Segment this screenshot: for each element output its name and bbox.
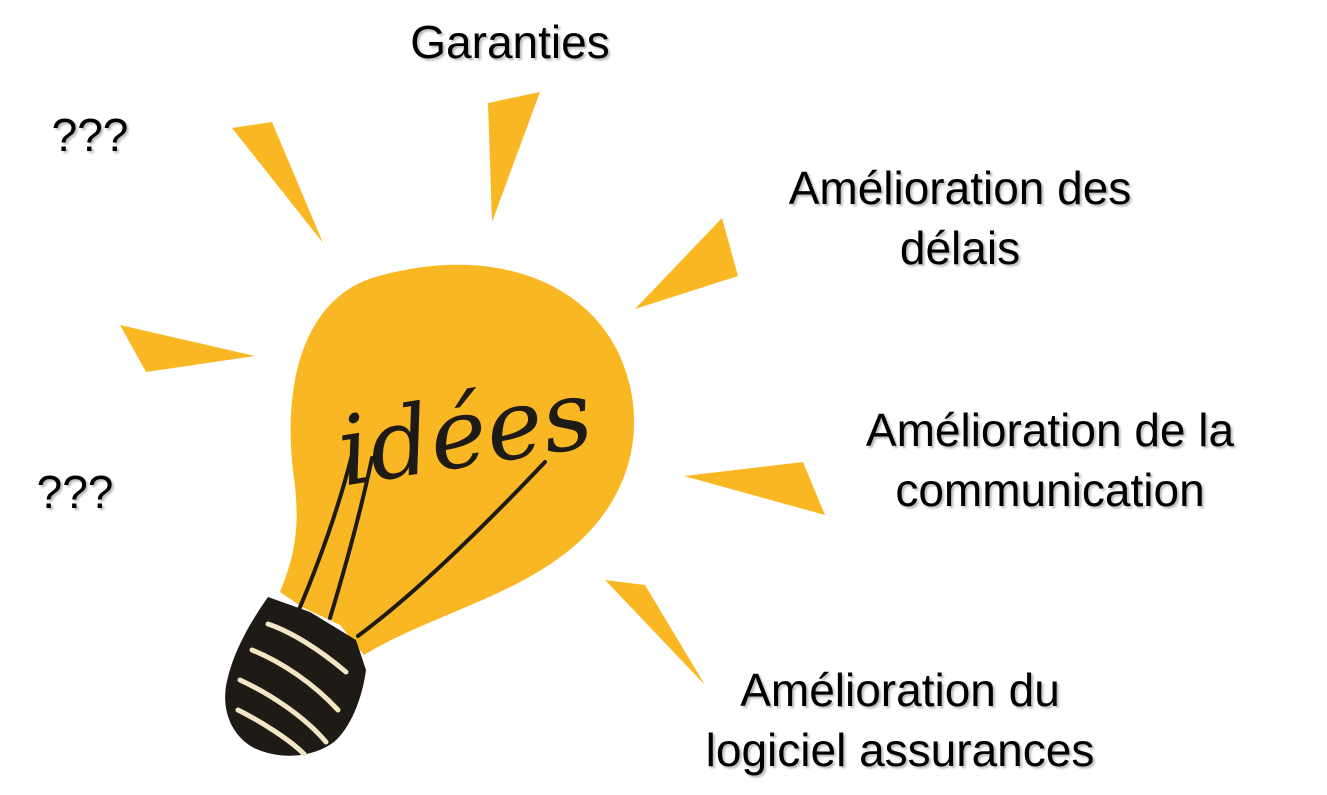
base-stripes [235,621,349,757]
label-unknown-bottom: ??? [5,462,145,522]
ray-top [488,92,540,222]
label-amelioration-logiciel: Amélioration du logiciel assurances [640,660,1160,780]
label-amelioration-communication: Amélioration de la communication [790,400,1310,520]
label-logiciel-line1: Amélioration du [740,664,1060,716]
label-unknown-bottom-text: ??? [36,466,114,518]
label-delais-line2: délais [899,222,1021,274]
filament-wires [296,453,547,638]
label-garanties: Garanties [360,12,660,72]
label-communication-line2: communication [895,464,1205,516]
label-delais-line1: Amélioration des [788,162,1132,214]
bulb-glass [280,264,635,655]
ray-lower-right [605,580,705,685]
ray-left [120,325,255,372]
label-unknown-top-text: ??? [51,109,129,161]
label-unknown-top: ??? [20,105,160,165]
label-amelioration-delais: Amélioration des délais [720,158,1200,278]
light-rays [120,92,825,685]
ray-top-left [232,122,323,243]
label-logiciel-line2: logiciel assurances [705,724,1095,776]
label-communication-line1: Amélioration de la [865,404,1235,456]
ray-right [684,462,825,515]
ray-upper-right [635,218,738,309]
bulb-base [225,597,366,757]
label-garanties-text: Garanties [410,16,610,68]
